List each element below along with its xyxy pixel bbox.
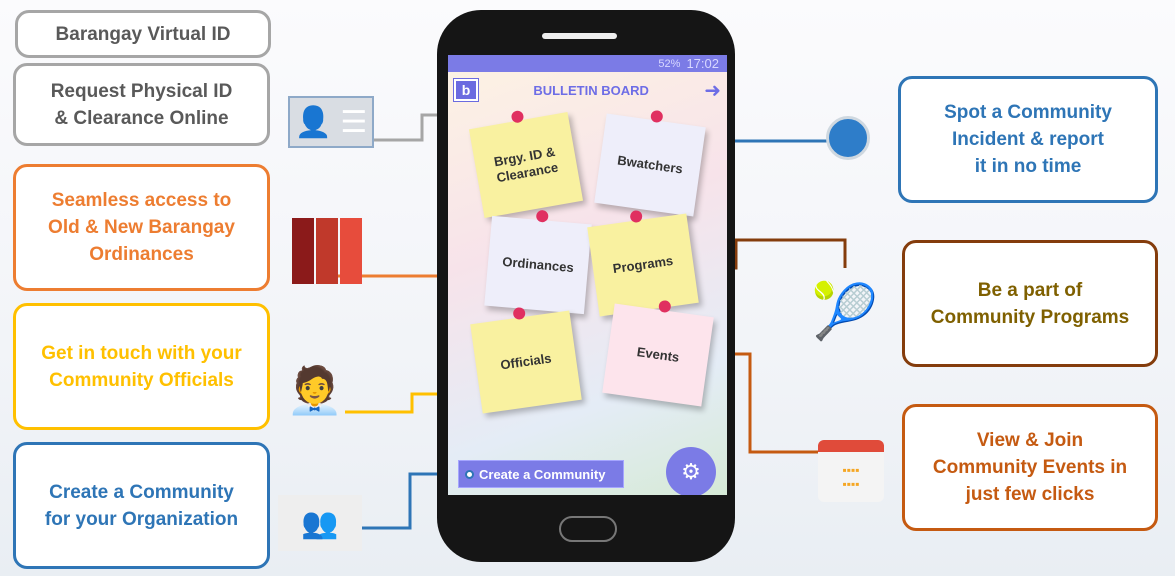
note-programs[interactable]: Programs (587, 209, 699, 317)
note-label: Ordinances (501, 253, 575, 276)
feature-officials: Get in touch with your Community Officia… (13, 303, 270, 430)
eye-icon (826, 116, 870, 160)
feature-ordinances: Seamless access to Old & New Barangay Or… (13, 164, 270, 291)
feature-events: View & Join Community Events in just few… (902, 404, 1158, 531)
create-community-button[interactable]: Create a Community (458, 460, 624, 488)
note-label: Bwatchers (616, 152, 684, 177)
calendar-icon: ▪▪▪▪▪▪▪▪ (818, 440, 884, 502)
note-label: Brgy. ID & Clearance (492, 143, 560, 186)
note-label: Events (635, 344, 681, 365)
settings-gear-icon[interactable]: ⚙ (666, 447, 716, 495)
battery-level: 52% (658, 57, 681, 70)
binders-icon (292, 218, 362, 284)
note-brgy-id[interactable]: Brgy. ID & Clearance (468, 109, 584, 218)
note-label: Programs (611, 252, 675, 277)
status-bar: 52% 17:02 (448, 55, 727, 72)
note-ordinances[interactable]: Ordinances (484, 209, 592, 315)
official-avatar-icon: 🧑‍💼 (286, 363, 344, 416)
feature-virtual-id: Barangay Virtual ID (15, 10, 271, 58)
group-icon: 👥 (278, 495, 362, 551)
feature-create-community: Create a Community for your Organization (13, 442, 270, 569)
feature-physical-id: Request Physical ID & Clearance Online (13, 63, 270, 146)
phone-screen: 52% 17:02 b BULLETIN BOARD ➜ Brgy. ID & … (448, 55, 727, 495)
tennis-player-icon: 🎾 (811, 281, 879, 342)
create-community-label: Create a Community (479, 466, 606, 482)
id-card-icon: 👤 ☰ (288, 96, 374, 148)
note-officials[interactable]: Officials (470, 306, 582, 414)
note-bwatchers[interactable]: Bwatchers (594, 109, 706, 217)
logout-icon[interactable]: ➜ (704, 79, 721, 102)
feature-programs: Be a part of Community Programs (902, 240, 1158, 367)
app-header: b BULLETIN BOARD ➜ (448, 72, 727, 108)
clock: 17:02 (686, 56, 719, 71)
app-logo: b (453, 78, 479, 102)
page-title: BULLETIN BOARD (533, 82, 649, 98)
note-events[interactable]: Events (602, 299, 714, 407)
note-label: Officials (499, 350, 553, 373)
feature-incident: Spot a Community Incident & report it in… (898, 76, 1158, 203)
